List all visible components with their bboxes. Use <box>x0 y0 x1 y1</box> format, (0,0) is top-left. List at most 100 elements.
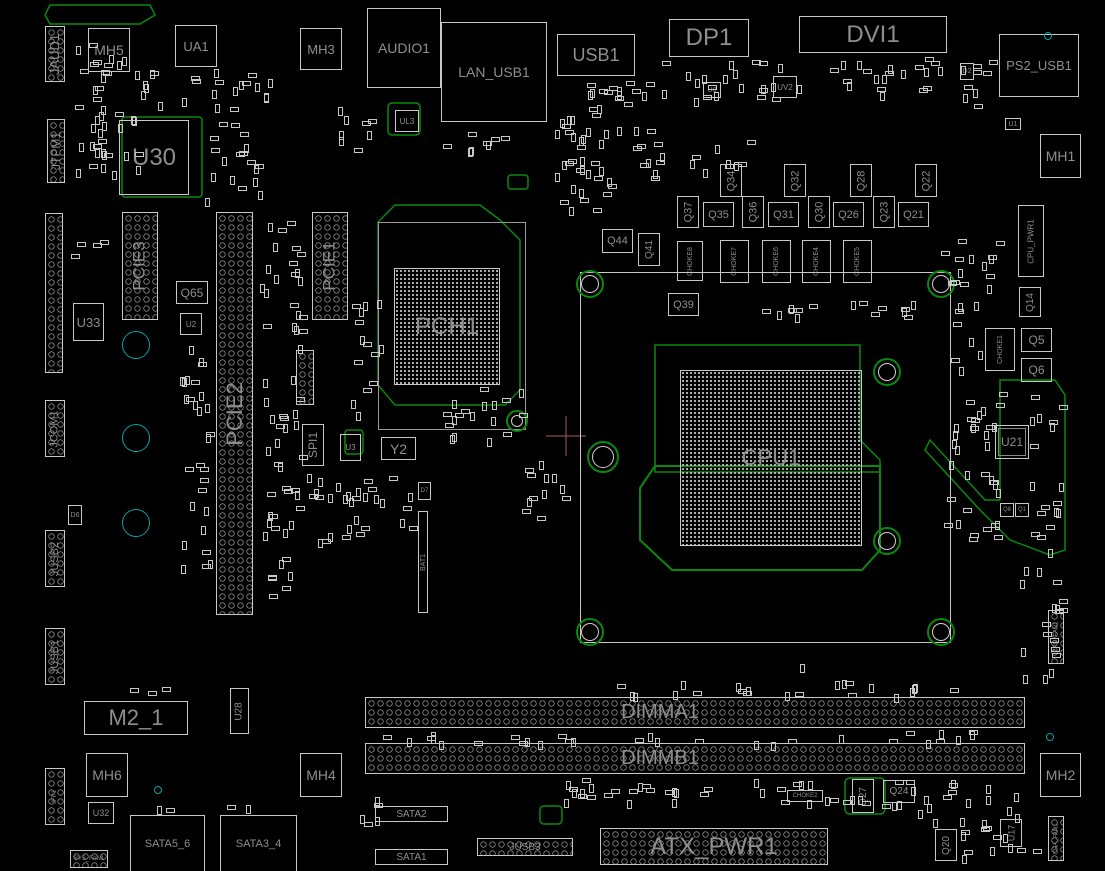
header-sys-fan1[interactable]: SYS_FAN1 <box>70 850 108 868</box>
mosfet-q23[interactable]: Q23 <box>873 196 895 228</box>
mosfet-q35[interactable]: Q35 <box>703 202 734 227</box>
connector-sata2[interactable]: SATA2 <box>375 806 448 822</box>
mosfet-q28[interactable]: Q28 <box>850 164 872 197</box>
mosfet-q41[interactable]: Q41 <box>638 233 660 266</box>
mosfet-q27[interactable]: Q27 <box>852 779 874 813</box>
smd-pad <box>374 803 383 808</box>
label: Q26 <box>838 208 859 221</box>
inductor-choke5[interactable]: CHOKE5 <box>843 240 872 283</box>
header-small[interactable] <box>296 350 314 405</box>
smd-pad <box>889 739 898 744</box>
chip-pch1[interactable]: PCH1 <box>394 268 500 385</box>
chip-u8[interactable]: U8 <box>703 82 721 98</box>
smd-pad <box>77 242 86 247</box>
slot-dimma1[interactable]: DIMMA1 <box>365 697 1025 728</box>
smd-pad <box>969 338 974 347</box>
inductor-choke7[interactable]: CHOKE7 <box>720 240 749 283</box>
header-jcom1[interactable]: JCOM1 <box>45 400 65 457</box>
smd-pad <box>93 60 102 65</box>
header-jfp1[interactable]: JFP1 <box>45 768 65 825</box>
smd-pad <box>762 309 771 314</box>
connector-lan-usb1[interactable]: LAN_USB1 <box>441 22 547 122</box>
chip-ul3[interactable]: UL3 <box>395 110 419 132</box>
connector-sata3-4[interactable]: SATA3_4 <box>220 815 297 871</box>
slot-pcie1[interactable]: PCIE1 <box>312 212 348 320</box>
smd-pad <box>1041 505 1050 510</box>
transistor-q8[interactable]: Q8 <box>1000 503 1014 517</box>
mosfet-q20[interactable]: Q20 <box>935 829 957 861</box>
crystal-y2[interactable]: Y2 <box>381 437 416 460</box>
battery-bat1[interactable]: BAT1 <box>418 511 428 613</box>
slot-m2-1[interactable]: M2_1 <box>84 701 188 735</box>
chip-u17[interactable]: U17 <box>1000 819 1022 847</box>
chip-u33[interactable]: U33 <box>73 303 104 341</box>
chip-ua1[interactable]: UA1 <box>175 25 217 67</box>
mosfet-q22[interactable]: Q22 <box>915 164 937 197</box>
connector-ps2-usb1[interactable]: PS2_USB1 <box>999 34 1079 97</box>
connector-dvi1[interactable]: DVI1 <box>799 16 947 53</box>
mosfet-q6[interactable]: Q6 <box>1021 358 1052 382</box>
smd-pad <box>193 401 198 410</box>
chip-u30[interactable]: U30 <box>119 120 189 195</box>
mosfet-q14[interactable]: Q14 <box>1019 287 1041 317</box>
chip-u21[interactable]: U21 <box>995 425 1029 459</box>
mosfet-q21[interactable]: Q21 <box>898 202 929 227</box>
connector-atx-pwr1[interactable]: ATX_PWR1 <box>600 828 828 865</box>
connector-sata5-6[interactable]: SATA5_6 <box>130 815 205 871</box>
chip-u2[interactable]: U2 <box>180 313 202 335</box>
smd-pad <box>102 151 107 160</box>
mosfet-q37[interactable]: Q37 <box>677 196 699 228</box>
label: Q41 <box>643 240 655 259</box>
transistor-q65[interactable]: Q65 <box>176 281 208 304</box>
mosfet-q44[interactable]: Q44 <box>602 229 633 253</box>
chip-u28[interactable]: U28 <box>230 688 249 734</box>
smd-pad <box>950 688 959 693</box>
smd-pad <box>122 57 127 66</box>
mosfet-q31[interactable]: Q31 <box>768 202 799 227</box>
smd-pad <box>1030 444 1039 449</box>
connector-usb1[interactable]: USB1 <box>557 34 635 76</box>
inductor-choke6[interactable]: CHOKE6 <box>762 240 791 283</box>
header-jusb2[interactable]: JUSB2 <box>45 530 65 587</box>
mosfet-q5[interactable]: Q5 <box>1021 328 1052 352</box>
mosfet-q32[interactable]: Q32 <box>784 164 806 197</box>
header-jusb1[interactable]: JUSB1 <box>45 628 65 685</box>
connector-audio1[interactable]: AUDIO1 <box>367 8 441 88</box>
mosfet-q36[interactable]: Q36 <box>742 196 764 228</box>
cpu-socket-cpu1[interactable]: CPU1 <box>680 370 862 546</box>
header-pin-block[interactable] <box>45 213 63 373</box>
chip-uv2[interactable]: UV2 <box>773 76 797 98</box>
inductor-choke1[interactable]: CHOKE1 <box>985 328 1015 371</box>
diode-d6[interactable]: D6 <box>68 505 82 525</box>
connector-cpu-pwr1[interactable]: CPU_PWR1 <box>1018 205 1044 277</box>
chip-u3[interactable]: U3 <box>340 434 361 461</box>
transistor-q1[interactable]: Q1 <box>1015 503 1029 517</box>
smd-pad <box>971 418 980 423</box>
mosfet-q30[interactable]: Q30 <box>808 196 830 228</box>
smd-pad <box>363 388 372 393</box>
smd-pad <box>347 525 352 534</box>
inductor-choke4[interactable]: CHOKE4 <box>802 240 831 283</box>
inductor-choke8[interactable]: CHOKE8 <box>677 241 703 281</box>
smd-pad <box>269 514 278 519</box>
inductor-choke2[interactable]: CHOKE2 <box>787 790 823 802</box>
diode-d7[interactable]: D7 <box>418 482 431 500</box>
slot-pcie3[interactable]: PCIE3 <box>122 212 158 320</box>
connector-dp1[interactable]: DP1 <box>669 19 749 57</box>
smd-pad <box>273 243 278 252</box>
header-cha-fan1[interactable]: CHA_FAN1 <box>1048 816 1064 861</box>
header-jtpm1[interactable]: JTPM1 <box>47 119 65 183</box>
chip-spi1[interactable]: SPI1 <box>302 424 324 466</box>
connector-sata1[interactable]: SATA1 <box>375 849 448 865</box>
chip-u32[interactable]: U32 <box>88 802 114 824</box>
smd-pad <box>511 735 520 740</box>
slot-pcie2[interactable]: PCIE2 <box>216 212 253 615</box>
smd-pad <box>955 257 964 262</box>
smd-pad <box>714 92 719 101</box>
header-jaud1[interactable]: JAUD1 <box>45 26 65 82</box>
mosfet-q39[interactable]: Q39 <box>668 293 699 316</box>
header-jusb3[interactable]: JUSB3 <box>477 838 573 856</box>
mosfet-q26[interactable]: Q26 <box>833 202 864 227</box>
smd-pad <box>283 529 288 538</box>
chip-u1[interactable]: U1 <box>1005 118 1021 130</box>
